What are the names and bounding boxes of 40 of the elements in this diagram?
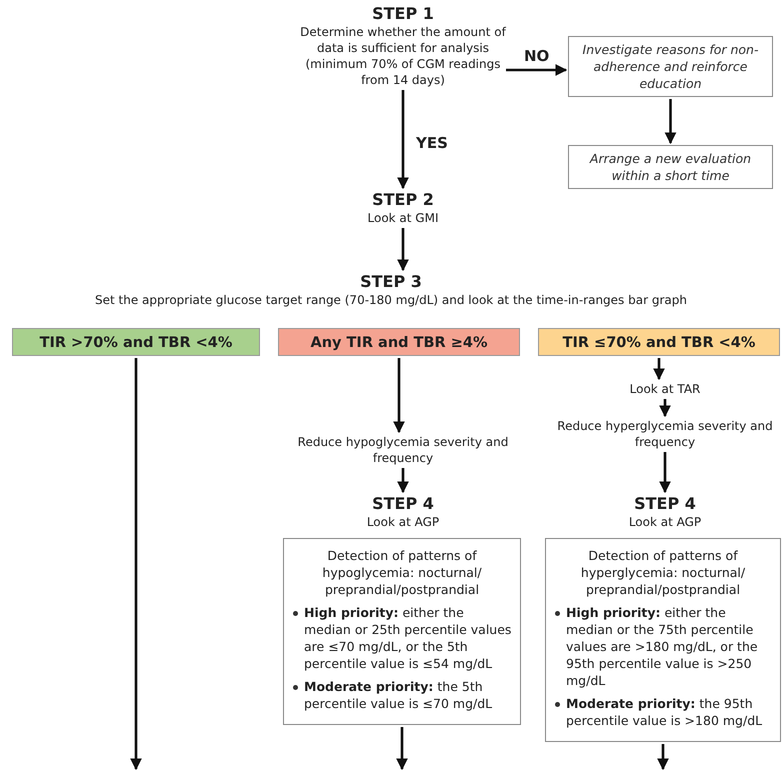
arrow [393,358,405,434]
criteria-heading: Detection of patterns of hyperglycemia: nocturnal/ preprandial/postprandial [580,547,746,598]
process-box [568,145,773,189]
arrow [396,727,408,770]
arrow [130,358,142,770]
criteria-heading: Detection of patterns of hypoglycemia: nocturnal/ preprandial/postprandial [321,547,483,598]
step-description: Determine whether the amount of data is sufficient for analysis (minimum 70% of CGM readings from 14 days) [299,24,508,88]
condition-band: TIR ≤70% and TBR <4% [538,328,780,356]
process-box [568,36,773,97]
criterion-text: High priority: either the median or the 75th percentile values are >180 mg/dL, or the 95th percentile value is >250 mg/dL [566,604,759,689]
arrow [397,228,409,272]
arrow [397,90,409,190]
step-heading: STEP 1 [371,4,435,24]
criterion-text: Moderate priority: the 95th percentile value is >180 mg/dL [566,695,764,729]
criterion-text: Moderate priority: the 5th percentile value is ≤70 mg/dL [304,678,494,712]
step-heading: STEP 4 [371,494,435,514]
arrow [657,744,669,770]
criteria-box [283,538,521,725]
arrow [659,452,671,494]
condition-band: Any TIR and TBR ≥4% [278,328,520,356]
action-text: Reduce hypoglycemia severity and frequency [296,434,510,466]
arrow [506,64,568,76]
step-heading: STEP 3 [359,272,423,292]
criteria-box [545,538,781,742]
step-heading: STEP 4 [633,494,697,514]
box-text: Arrange a new evaluation within a short time [588,150,752,184]
step-description: Look at AGP [366,514,440,530]
action-text: Look at TAR [628,381,702,397]
step-heading: STEP 2 [371,190,435,210]
step-description: Look at AGP [628,514,702,530]
arrow [664,99,676,144]
action-text: Reduce hyperglycemia severity and frequency [556,418,774,450]
step-description: Set the appropriate glucose target range (70-180 mg/dL) and look at the time-in-ranges bar graph [94,292,688,308]
condition-band: TIR >70% and TBR <4% [12,328,260,356]
box-text: Investigate reasons for non-adherence and reinforce education [582,41,760,92]
arrow [659,399,671,418]
step-description: Look at GMI [366,210,440,226]
criterion-text: High priority: either the median or 25th percentile values are ≤70 mg/dL, or the 5th percentile value is ≤54 mg/dL [304,604,512,672]
arrow [397,468,409,494]
arrow [653,358,665,380]
